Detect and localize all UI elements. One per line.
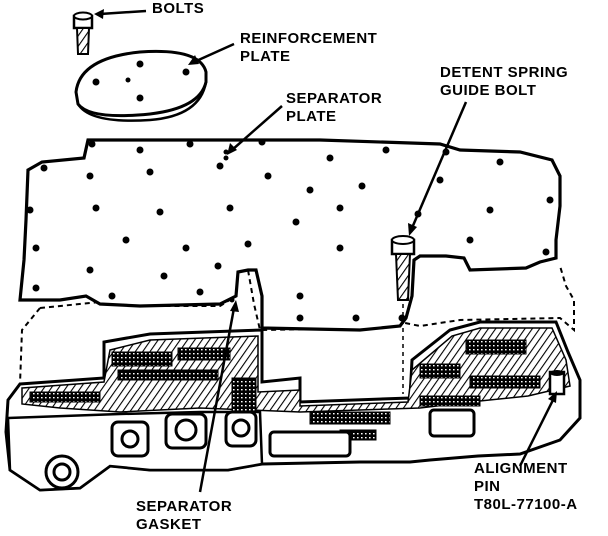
casting-channels [29, 339, 541, 441]
leader-lines [94, 9, 557, 493]
label-bolts: BOLTS [152, 0, 205, 17]
label-separator-plate-line2: PLATE [286, 108, 337, 125]
label-detent-line2: GUIDE BOLT [440, 82, 537, 99]
leader-reinforcement-plate [193, 42, 235, 64]
leader-detent-bolt [410, 101, 468, 229]
leader-bolts [99, 9, 147, 16]
label-reinforcement-plate: REINFORCEMENT PLATE [240, 30, 377, 66]
reinforcement-plate [74, 49, 208, 122]
casting-top-surface [21, 327, 571, 413]
label-alignment-line1: ALIGNMENT [474, 460, 568, 477]
label-alignment-line2: PIN [474, 478, 501, 495]
leader-separator-plate [231, 105, 283, 151]
bolts-icon [72, 11, 94, 55]
separator-plate [18, 138, 562, 332]
label-reinforcement-plate-line1: REINFORCEMENT [240, 30, 378, 47]
label-separator-plate-line1: SEPARATOR [286, 90, 383, 107]
valve-body-casting [4, 320, 582, 492]
label-reinforcement-plate-line2: PLATE [240, 48, 291, 65]
gasket-left-edge [19, 307, 41, 385]
label-separator-plate: SEPARATOR PLATE [286, 90, 382, 126]
label-detent-spring-guide-bolt: DETENT SPRING GUIDE BOLT [440, 64, 568, 100]
label-detent-line1: DETENT SPRING [440, 64, 569, 81]
alignment-pin [548, 370, 566, 396]
label-alignment-pin: ALIGNMENT PIN T80L-77100-A [474, 460, 578, 514]
label-gasket-line2: GASKET [136, 516, 202, 533]
leader-separator-gasket [198, 307, 236, 493]
label-separator-gasket: SEPARATOR GASKET [136, 498, 232, 534]
detent-spring-guide-bolt [390, 235, 416, 301]
separator-plate-holes [26, 138, 554, 322]
casting-bores [44, 408, 476, 490]
label-part-number: T80L-77100-A [474, 496, 578, 513]
separator-plate-outline [18, 138, 562, 332]
label-gasket-line1: SEPARATOR [136, 498, 233, 515]
leader-alignment-pin [518, 397, 556, 467]
